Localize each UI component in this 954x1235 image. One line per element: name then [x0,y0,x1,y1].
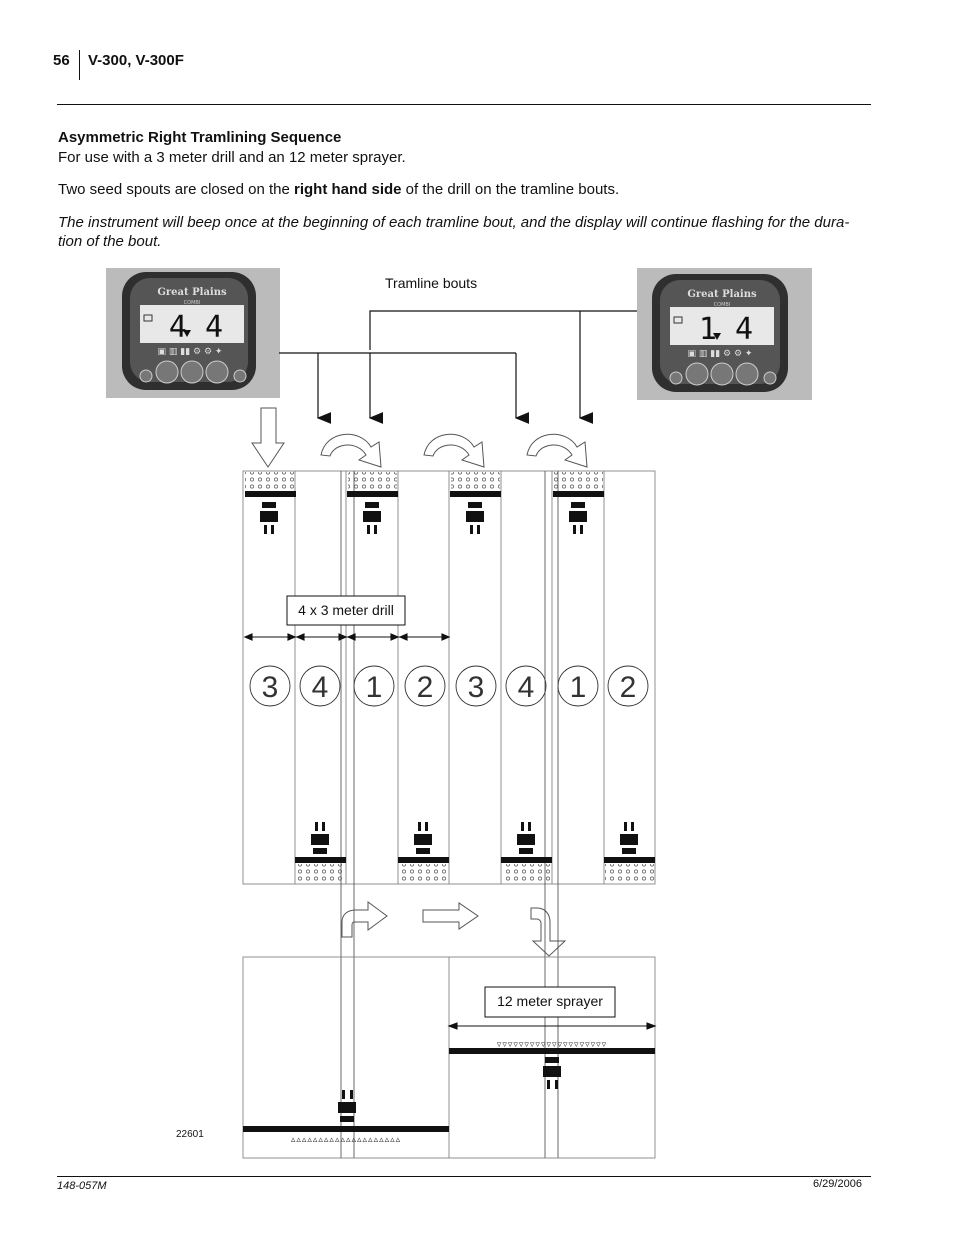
section-title: Asymmetric Right Tramlining Sequence [58,129,342,146]
drill-bottom-4 [604,822,655,883]
left-nozzles: ▵▵▵▵▵▵▵▵▵▵▵▵▵▵▵▵▵▵▵▵ [291,1135,401,1145]
sprayer-width-arrow [447,1022,657,1030]
drill-top-4 [553,472,604,534]
figure-number: 22601 [176,1129,204,1140]
drill-top-1 [245,472,296,534]
footer-rule [57,1176,871,1177]
left-brand: Great Plains [157,287,227,298]
right-model: COMBI [714,302,731,308]
sprayer-label: 12 meter sprayer [497,993,603,1009]
sequence-number: 3 [468,671,485,704]
sprayer-field: ▵▵▵▵▵▵▵▵▵▵▵▵▵▵▵▵▵▵▵▵ 12 meter sprayer ▿▿… [242,956,657,1159]
sequence-number: 2 [620,671,637,704]
sequence-number: 4 [518,671,535,704]
page-number: 56 [53,52,70,69]
sprayer-label-box [484,986,616,1018]
drill-top-3 [450,472,501,534]
doc-number: 148-057M [57,1180,107,1192]
usage-text: For use with a 3 meter drill and an 12 m… [58,149,406,166]
sequence-circles: 3 4 1 2 3 4 1 2 [249,665,649,707]
drill-field [242,470,656,1158]
sequence-number: 1 [570,671,587,704]
right-status-icons: ▣ ▥ ▮▮ ⚙ ⚙ ✦ [688,349,753,359]
spout-text-pre: Two seed spouts are closed on the [58,181,294,198]
left-model: COMBI [184,300,201,306]
drill-label: 4 x 3 meter drill [298,602,394,618]
header-rule [57,104,871,105]
drill-top-2 [347,472,398,534]
left-status-icons: ▣ ▥ ▮▮ ⚙ ⚙ ✦ [158,347,223,357]
sequence-number: 1 [366,671,383,704]
left-display-unit: Great Plains COMBI 4 4 ▣ ▥ ▮▮ ⚙ ⚙ ✦ [106,268,280,398]
drill-bottom-2 [398,822,449,883]
right-display-unit: Great Plains COMBI 1 4 ▣ ▥ ▮▮ ⚙ ⚙ ✦ [637,268,812,400]
header-separator [79,50,80,80]
left-readout: 4 4 [169,310,223,345]
drill-label-box [286,595,406,626]
drill-bottom-1 [295,822,346,883]
tramline-bouts-label: Tramline bouts [385,275,477,291]
tramline-connectors [279,310,637,424]
direction-arrows [251,407,588,957]
beep-note: The instrument will beep once at the beg… [58,214,850,250]
sprayer-left: ▵▵▵▵▵▵▵▵▵▵▵▵▵▵▵▵▵▵▵▵ [243,1090,449,1145]
sequence-number: 2 [417,671,434,704]
spout-text-post: of the drill on the tramline bouts. [401,181,620,198]
sequence-number: 4 [312,671,329,704]
sequence-number: 3 [262,671,279,704]
right-brand: Great Plains [687,289,757,300]
right-nozzles: ▿▿▿▿▿▿▿▿▿▿▿▿▿▿▿▿▿▿▿▿ [497,1040,607,1050]
spout-text: Two seed spouts are closed on the right … [58,180,873,199]
sprayer-right: ▿▿▿▿▿▿▿▿▿▿▿▿▿▿▿▿▿▿▿▿ [449,1040,655,1089]
drill-width-arrows [243,633,451,641]
doc-date: 6/29/2006 [813,1178,862,1190]
document-title: V-300, V-300F [88,52,184,69]
right-readout: 1 4 [699,312,753,347]
drill-bottom-3 [501,822,552,883]
spout-text-bold: right hand side [293,181,402,198]
